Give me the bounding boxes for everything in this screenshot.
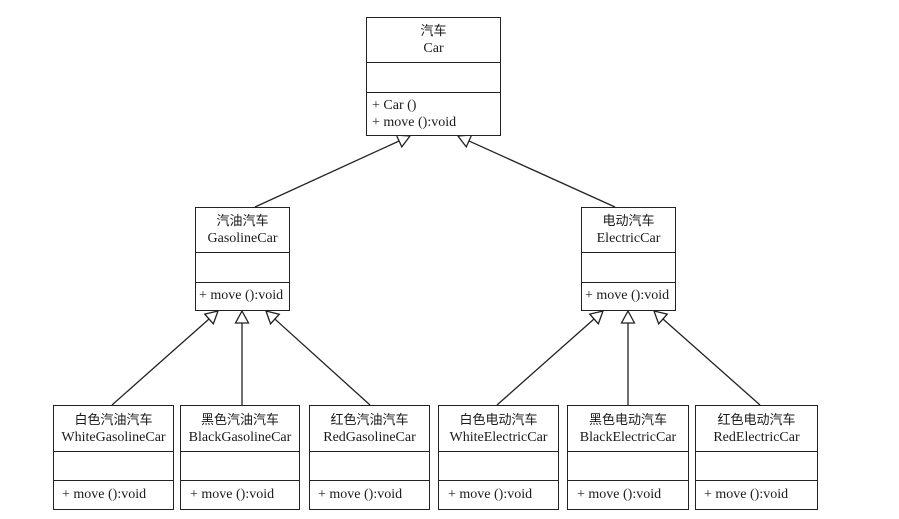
operations-compartment: + move ():void [54, 481, 173, 503]
operation-move: + move ():void [199, 288, 284, 303]
class-english-name: ElectricCar [596, 231, 661, 246]
class-english-name: Car [423, 41, 444, 56]
attributes-compartment [181, 452, 299, 481]
generalization-line [662, 318, 761, 406]
attributes-compartment [196, 253, 289, 283]
edge-gasoline-to-car [254, 134, 412, 208]
class-chinese-name: 汽油汽车 [216, 214, 269, 229]
edge-red-gasoline-to-gasoline [264, 310, 371, 406]
hollow-triangle-arrowhead-icon [203, 310, 220, 326]
class-english-name: RedElectricCar [713, 430, 800, 445]
class-name-compartment: 黑色汽油汽车 BlackGasolineCar [181, 406, 299, 452]
attributes-compartment [310, 452, 429, 481]
attributes-compartment [696, 452, 817, 481]
operations-compartment: + move ():void [310, 481, 429, 503]
class-chinese-name: 汽车 [420, 24, 447, 39]
hollow-triangle-arrowhead-icon [264, 310, 281, 326]
hollow-triangle-arrowhead-icon [652, 310, 669, 326]
operations-compartment: + move ():void [696, 481, 817, 503]
class-english-name: GasolineCar [207, 231, 278, 246]
class-english-name: RedGasolineCar [323, 430, 416, 445]
class-name-compartment: 红色电动汽车 RedElectricCar [696, 406, 817, 452]
operation-move: + move ():void [704, 487, 789, 502]
class-chinese-name: 电动汽车 [602, 214, 655, 229]
operation-move: + move ():void [448, 487, 533, 502]
hollow-triangle-arrowhead-icon [620, 309, 636, 324]
generalization-line [496, 318, 595, 406]
class-black-electric-car[interactable]: 黑色电动汽车 BlackElectricCar + move ():void [567, 405, 689, 510]
attributes-compartment [367, 63, 500, 93]
class-chinese-name: 红色汽油汽车 [330, 413, 409, 428]
hollow-triangle-arrowhead-icon [588, 310, 605, 326]
class-chinese-name: 红色电动汽车 [717, 413, 796, 428]
class-chinese-name: 黑色电动汽车 [588, 413, 667, 428]
class-name-compartment: 白色汽油汽车 WhiteGasolineCar [54, 406, 173, 452]
class-red-gasoline-car[interactable]: 红色汽油汽车 RedGasolineCar + move ():void [309, 405, 430, 510]
operations-compartment: + move ():void [439, 481, 558, 503]
edge-white-electric-to-electric [496, 310, 605, 406]
class-chinese-name: 白色电动汽车 [459, 413, 538, 428]
class-chinese-name: 白色汽油汽车 [74, 413, 153, 428]
generalization-line [274, 318, 371, 406]
generalization-line [111, 318, 210, 406]
operations-compartment: + Car () + move ():void [367, 93, 500, 131]
operation-move: + move ():void [190, 487, 275, 502]
operations-compartment: + move ():void [568, 481, 688, 503]
class-car[interactable]: 汽车 Car + Car () + move ():void [366, 17, 501, 136]
attributes-compartment [582, 253, 675, 283]
class-gasoline-car[interactable]: 汽油汽车 GasolineCar + move ():void [195, 207, 290, 311]
hollow-triangle-arrowhead-icon [395, 134, 412, 149]
edge-black-electric-to-electric [620, 309, 636, 405]
class-name-compartment: 白色电动汽车 WhiteElectricCar [439, 406, 558, 452]
operation-move: + move ():void [62, 487, 147, 502]
class-white-gasoline-car[interactable]: 白色汽油汽车 WhiteGasolineCar + move ():void [53, 405, 174, 510]
class-red-electric-car[interactable]: 红色电动汽车 RedElectricCar + move ():void [695, 405, 818, 510]
hollow-triangle-arrowhead-icon [456, 134, 473, 149]
generalization-line [254, 140, 400, 208]
hollow-triangle-arrowhead-icon [234, 309, 250, 324]
edge-electric-to-car [456, 134, 616, 208]
edge-red-electric-to-electric [652, 310, 761, 406]
class-black-gasoline-car[interactable]: 黑色汽油汽车 BlackGasolineCar + move ():void [180, 405, 300, 510]
class-name-compartment: 汽车 Car [367, 18, 500, 63]
class-electric-car[interactable]: 电动汽车 ElectricCar + move ():void [581, 207, 676, 311]
attributes-compartment [568, 452, 688, 481]
operation-move: + move ():void [318, 487, 403, 502]
attributes-compartment [439, 452, 558, 481]
generalization-line [468, 140, 616, 208]
operations-compartment: + move ():void [181, 481, 299, 503]
class-name-compartment: 红色汽油汽车 RedGasolineCar [310, 406, 429, 452]
class-white-electric-car[interactable]: 白色电动汽车 WhiteElectricCar + move ():void [438, 405, 559, 510]
operation-constructor: + Car () [372, 98, 417, 113]
attributes-compartment [54, 452, 173, 481]
class-english-name: BlackGasolineCar [188, 430, 292, 445]
operation-move: + move ():void [372, 115, 457, 130]
edge-white-gasoline-to-gasoline [111, 310, 220, 406]
operation-move: + move ():void [577, 487, 662, 502]
operations-compartment: + move ():void [582, 283, 675, 304]
class-english-name: WhiteGasolineCar [61, 430, 166, 445]
class-name-compartment: 黑色电动汽车 BlackElectricCar [568, 406, 688, 452]
class-english-name: WhiteElectricCar [449, 430, 548, 445]
class-chinese-name: 黑色汽油汽车 [200, 413, 279, 428]
class-english-name: BlackElectricCar [579, 430, 677, 445]
class-name-compartment: 电动汽车 ElectricCar [582, 208, 675, 253]
edge-black-gasoline-to-gasoline [234, 309, 250, 405]
operations-compartment: + move ():void [196, 283, 289, 304]
operation-move: + move ():void [585, 288, 670, 303]
class-name-compartment: 汽油汽车 GasolineCar [196, 208, 289, 253]
